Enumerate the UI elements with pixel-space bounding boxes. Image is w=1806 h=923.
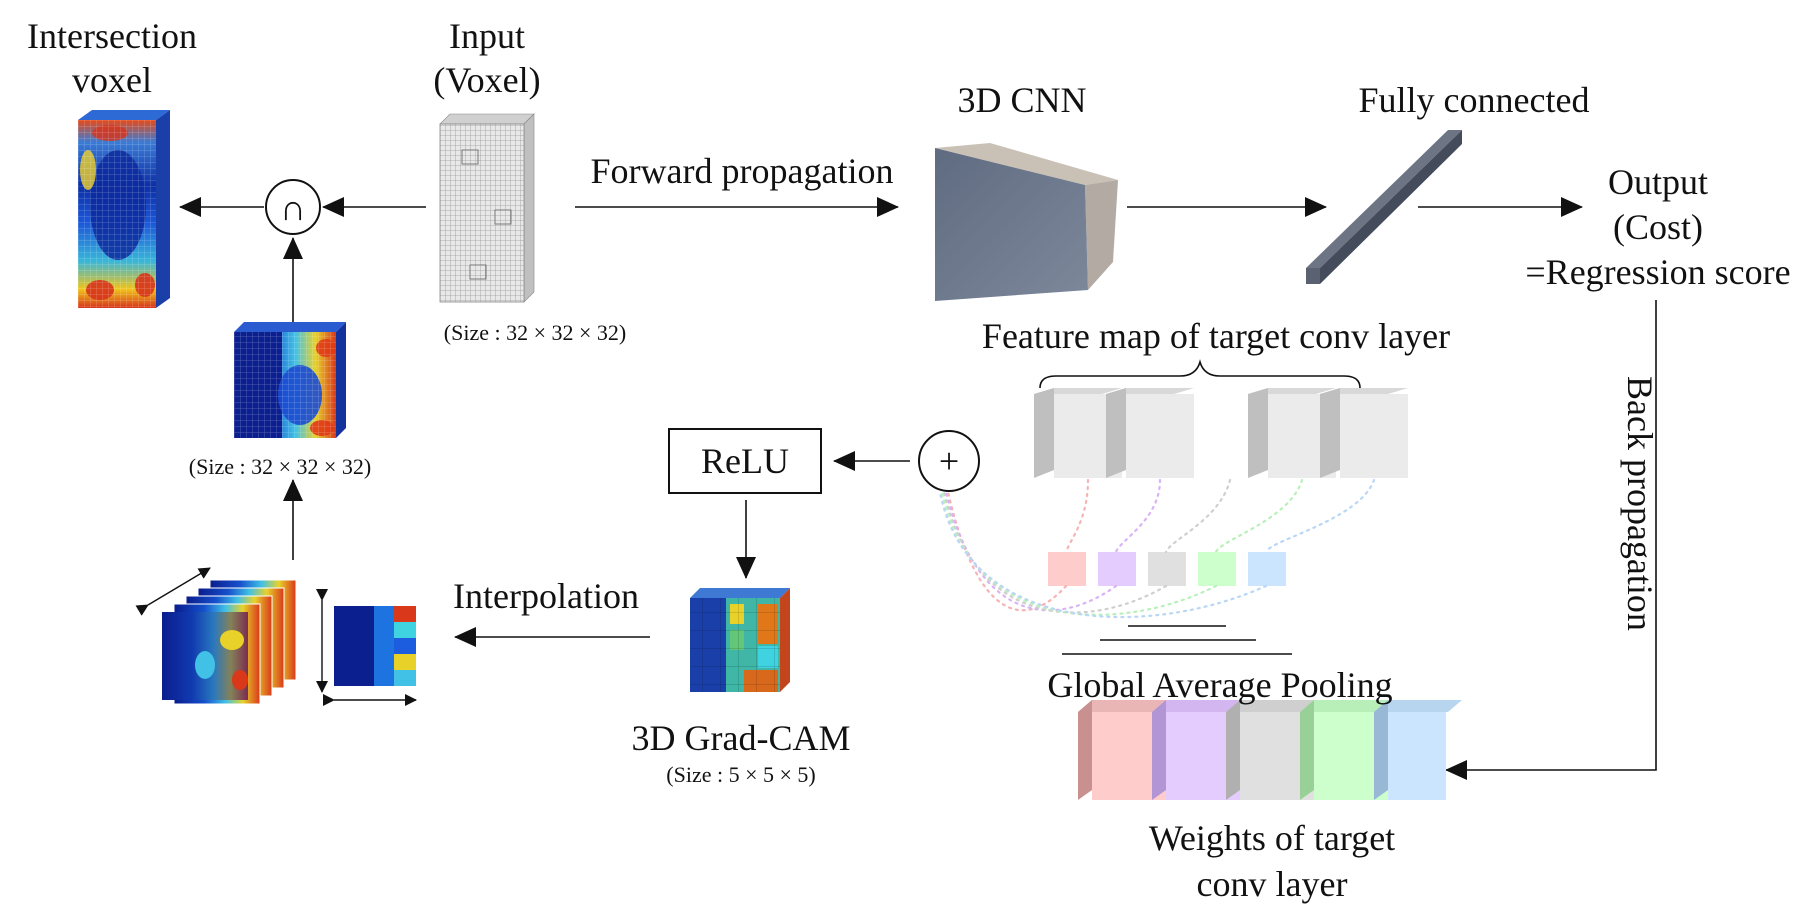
output-label-line3: =Regression score (1525, 252, 1791, 292)
gradcam-cube (690, 588, 790, 692)
cnn-3d-block (935, 143, 1118, 301)
interpolation-label: Interpolation (453, 576, 639, 616)
gradcam-size-label: (Size : 5 × 5 × 5) (666, 762, 816, 787)
cnn-3d-label: 3D CNN (957, 80, 1087, 120)
intersection-operator-circle (265, 179, 321, 235)
intersection-voxel-label-line1: Intersection (27, 16, 197, 56)
gap-label: Global Average Pooling (1047, 665, 1393, 705)
arrow-back-propagation (1445, 300, 1657, 780)
input-size-label: (Size : 32 × 32 × 32) (443, 320, 627, 345)
fully-connected-bar (1306, 130, 1462, 284)
relu-box: ReLU (668, 428, 822, 494)
feature-map-cubes (1034, 388, 1408, 478)
weights-cubes (1078, 700, 1462, 800)
gap-lines (1062, 625, 1292, 655)
relu-label: ReLU (701, 441, 789, 481)
feature-map-label: Feature map of target conv layer (981, 316, 1451, 356)
sum-symbol: + (938, 441, 960, 481)
weights-label-line2: conv layer (1196, 864, 1348, 904)
mid-size-label: (Size : 32 × 32 × 32) (188, 454, 372, 479)
intersection-voxel-label-line2: voxel (72, 60, 152, 100)
sum-operator-circle (918, 430, 980, 492)
back-propagation-label: Back propagation (1620, 376, 1660, 631)
fully-connected-label: Fully connected (1358, 80, 1590, 120)
pooled-squares (1048, 552, 1286, 586)
input-voxel-label-line2: (Voxel) (433, 60, 541, 100)
input-voxel-label-line1: Input (449, 16, 525, 56)
small-slice (316, 589, 417, 706)
intersection-voxel-block (78, 110, 170, 308)
output-label-line1: Output (1607, 162, 1709, 202)
weights-label-line1: Weights of target (1148, 818, 1396, 858)
intersection-symbol: ∩ (280, 188, 306, 228)
output-label-line2: (Cost) (1613, 207, 1703, 247)
heatmap-cube (234, 322, 346, 438)
forward-propagation-label: Forward propagation (590, 151, 894, 191)
gradcam-label: 3D Grad-CAM (631, 718, 851, 758)
interpolated-slices (135, 567, 297, 705)
pooling-curves (938, 478, 1376, 619)
feature-map-brace (1039, 359, 1361, 389)
input-voxel-block (439, 113, 535, 303)
